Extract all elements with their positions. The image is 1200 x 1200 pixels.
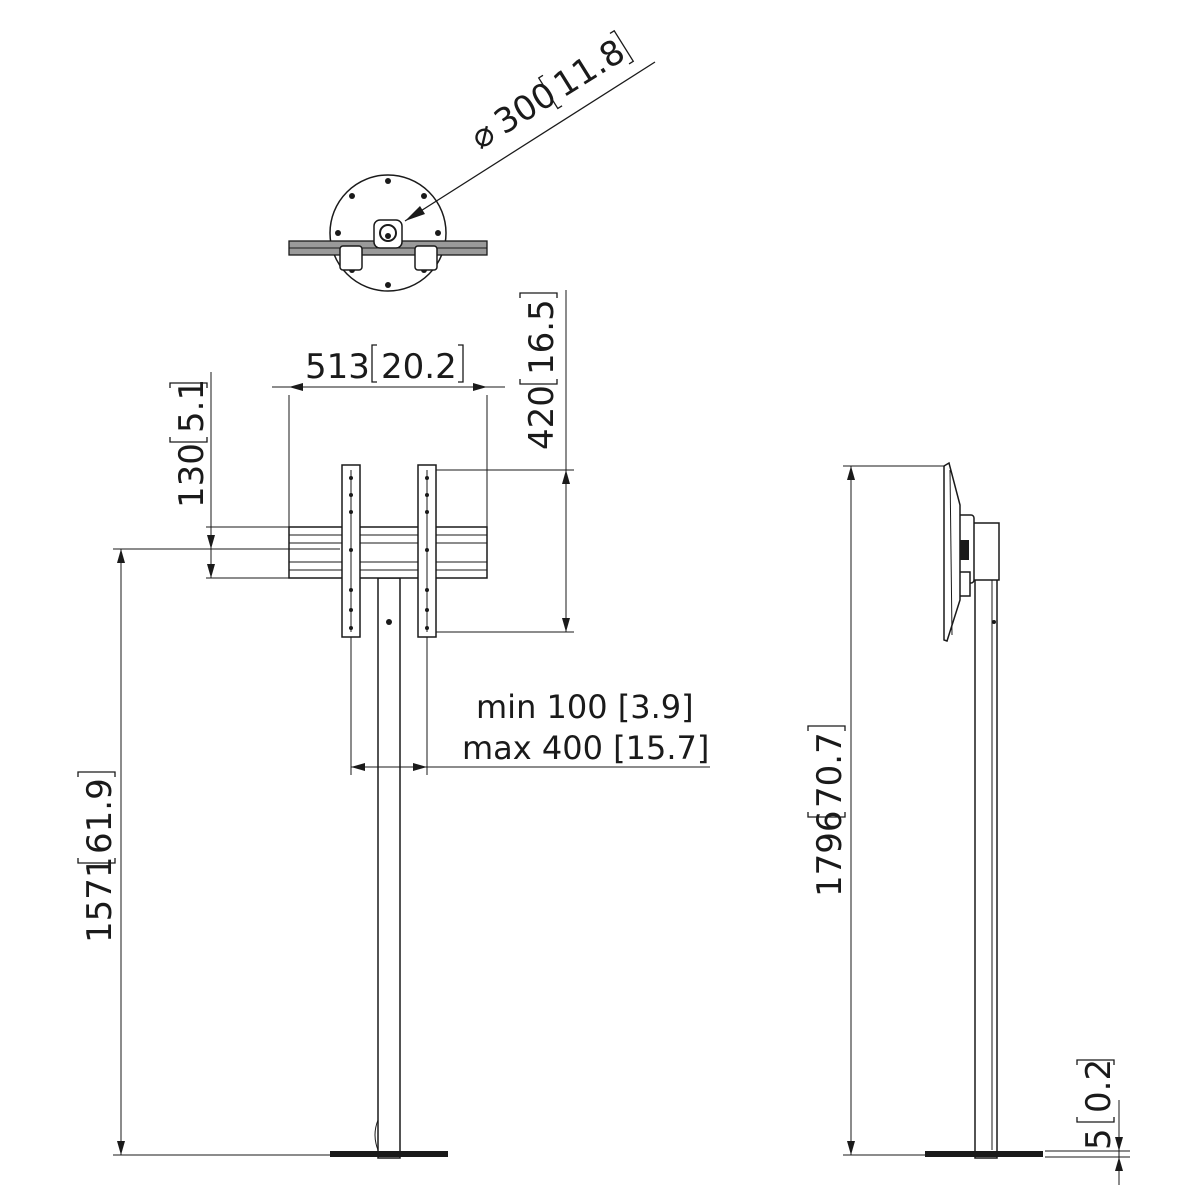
dim-offset: 130 5.1 [169, 372, 289, 579]
side-view: 1796 70.7 5 0.2 [807, 461, 1130, 1185]
front-arm-left [341, 464, 361, 638]
width-mm: 513 [305, 347, 370, 387]
width-in: 20.2 [381, 347, 457, 387]
total-height-mm: 1796 [810, 810, 850, 897]
top-view: ⌀ 300 11.8 [288, 29, 656, 292]
side-floor-base [925, 1151, 1043, 1157]
base-plate-in: 0.2 [1079, 1059, 1119, 1113]
base-plate-holes [335, 178, 441, 288]
base-plate-mm: 5 [1079, 1128, 1119, 1150]
dim-width: 513 20.2 [272, 344, 505, 527]
total-height-in: 70.7 [810, 732, 850, 808]
front-arm-right [417, 464, 437, 638]
height-in: 16.5 [522, 299, 562, 375]
side-pole [974, 577, 998, 1159]
dim-spacing: min 100 [3.9] max 400 [15.7] [350, 637, 710, 775]
center-height-in: 61.9 [80, 778, 120, 854]
offset-in: 5.1 [172, 379, 212, 433]
diameter-in: 11.8 [547, 32, 632, 106]
dim-total-height: 1796 70.7 [807, 465, 945, 1156]
top-view-clamp-right [414, 245, 438, 271]
dim-height: 420 16.5 [436, 290, 574, 633]
dim-base-plate: 5 0.2 [1045, 1059, 1130, 1185]
offset-mm: 130 [172, 443, 212, 508]
diameter-leader [404, 61, 656, 222]
front-view: 513 20.2 420 16.5 [77, 290, 710, 1159]
spacing-max: max 400 [15.7] [462, 729, 709, 767]
height-mm: 420 [522, 385, 562, 450]
dim-center-height: 1571 61.9 [77, 548, 340, 1156]
side-mount-plate [943, 461, 961, 642]
center-height-mm: 1571 [80, 856, 120, 943]
diameter-mm: 300 [487, 74, 563, 142]
spacing-min: min 100 [3.9] [476, 688, 694, 726]
top-view-clamp-left [339, 245, 363, 271]
front-pole [377, 577, 401, 1159]
front-floor-base [330, 1151, 448, 1157]
